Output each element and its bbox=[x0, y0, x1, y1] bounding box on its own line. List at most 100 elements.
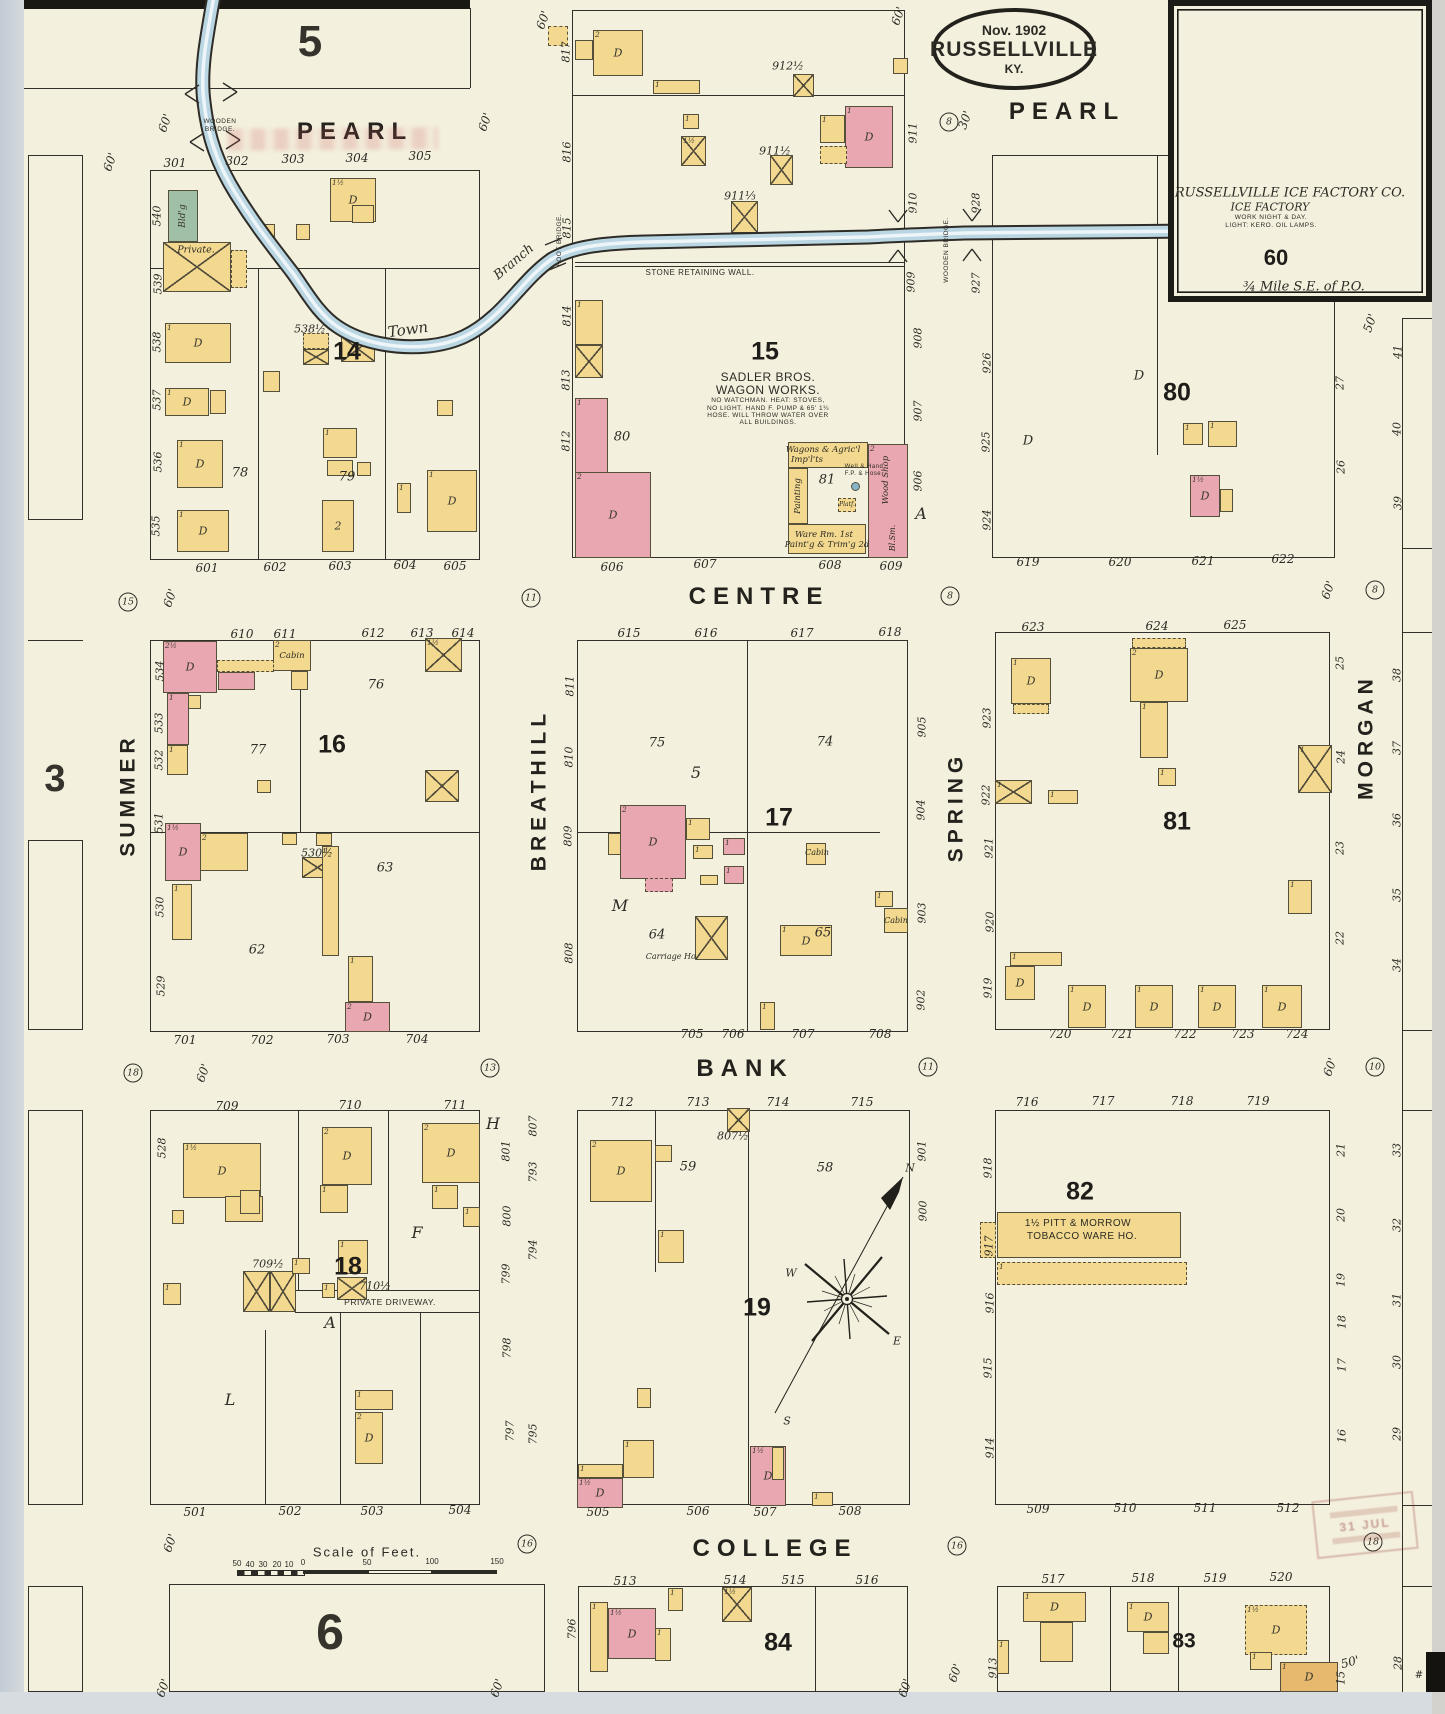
lot-number: 58 bbox=[816, 1160, 834, 1176]
building: 1½ bbox=[681, 136, 706, 166]
block-outline bbox=[995, 632, 1330, 1030]
building bbox=[608, 833, 621, 855]
address-number: 540 bbox=[150, 205, 164, 227]
building-story-label: 1 bbox=[726, 866, 731, 875]
building: 1 bbox=[1183, 423, 1203, 445]
building-label: D bbox=[193, 336, 203, 350]
building-story-label: 2 bbox=[347, 1002, 352, 1011]
address-number: 23 bbox=[1333, 841, 1347, 855]
building bbox=[851, 482, 860, 491]
building-story-label: 1 bbox=[294, 1258, 299, 1267]
address-number: 601 bbox=[195, 561, 219, 575]
address-number: 707 bbox=[791, 1027, 815, 1041]
map-note: WAGON WORKS. bbox=[715, 383, 821, 397]
building-label: D bbox=[763, 1469, 773, 1483]
address-number: 536 bbox=[151, 451, 165, 473]
title-city: RUSSELLVILLE bbox=[930, 38, 1098, 61]
inset-company: RUSSELLVILLE ICE FACTORY CO. bbox=[1174, 185, 1406, 201]
building-story-label: 1 bbox=[655, 80, 660, 89]
street-width: 60' bbox=[155, 111, 175, 135]
map-note: TOBACCO WARE HO. bbox=[1026, 1231, 1138, 1242]
adjacent-sheet-number: 6 bbox=[316, 1604, 344, 1660]
scan-edge-right bbox=[1432, 0, 1445, 1714]
street-name: COLLEGE bbox=[692, 1535, 858, 1562]
block-outline bbox=[169, 1584, 545, 1692]
building-story-label: 1 bbox=[577, 300, 582, 309]
building: 1 bbox=[995, 780, 1032, 804]
building-story-label: 1 bbox=[877, 891, 882, 900]
street-name: SUMMER bbox=[116, 733, 140, 857]
building-story-label: 1 bbox=[625, 1440, 630, 1449]
block-outline bbox=[578, 1586, 908, 1692]
building-story-label: 1 bbox=[1070, 985, 1075, 994]
hydrant-number: 8 bbox=[939, 112, 959, 132]
building: 1 bbox=[1288, 880, 1312, 914]
building-story-label: 1 bbox=[685, 114, 690, 123]
building-story-label: 1 bbox=[325, 428, 330, 437]
lot-number: 65 bbox=[814, 925, 832, 941]
building: 1 bbox=[320, 1185, 348, 1213]
building-story-label: 2 bbox=[324, 1127, 329, 1136]
grid-line bbox=[265, 1330, 267, 1505]
building: 1 bbox=[875, 891, 893, 907]
building bbox=[575, 345, 603, 378]
building-label: D bbox=[801, 934, 811, 947]
building: 1 bbox=[1010, 952, 1062, 966]
building-label: D bbox=[1015, 976, 1025, 990]
block-outline bbox=[28, 155, 83, 520]
address-number: 502 bbox=[278, 1504, 302, 1518]
building-story-label: 2 bbox=[595, 30, 600, 39]
address-number: 514 bbox=[723, 1573, 747, 1587]
street-width: 60' bbox=[475, 110, 495, 134]
handwritten-mark: S bbox=[783, 1414, 791, 1428]
stamp-date-text: 31 JUL bbox=[1338, 1515, 1392, 1535]
address-number: 706 bbox=[721, 1027, 745, 1041]
building-story-label: 1 bbox=[399, 483, 404, 492]
building-label: D bbox=[648, 835, 658, 849]
address-number: 927 bbox=[969, 272, 983, 294]
building: 1 bbox=[693, 845, 713, 859]
street-width: 60' bbox=[160, 586, 180, 610]
lot-number: 81 bbox=[818, 472, 836, 488]
adjacent-sheet-number: 3 bbox=[44, 758, 66, 800]
building-label: D bbox=[1212, 1000, 1222, 1013]
handwritten-mark: L bbox=[224, 1390, 236, 1409]
scale-label: Scale of Feet. bbox=[312, 1544, 422, 1560]
street-name: BREATHILL bbox=[527, 708, 551, 872]
address-number: 910 bbox=[906, 192, 920, 214]
grid-line bbox=[815, 1586, 817, 1692]
address-number: 528 bbox=[155, 1137, 169, 1159]
building-label: D bbox=[178, 845, 188, 859]
building: 1 bbox=[723, 838, 745, 855]
building bbox=[838, 498, 856, 512]
address-number: 926 bbox=[980, 352, 994, 374]
grid-line bbox=[577, 832, 880, 834]
address-number: 605 bbox=[443, 559, 467, 573]
address-number: 22 bbox=[1333, 931, 1347, 945]
building-label: D bbox=[363, 1010, 372, 1024]
address-number: 516 bbox=[855, 1573, 879, 1587]
lot-number: 75 bbox=[648, 735, 666, 751]
building-story-label: 1 bbox=[725, 838, 730, 847]
building bbox=[172, 1210, 184, 1224]
building: 1 bbox=[686, 818, 710, 840]
building bbox=[231, 250, 247, 288]
building: 1 bbox=[1048, 790, 1078, 804]
address-number: 616 bbox=[694, 626, 718, 640]
hydrant-number: 8 bbox=[940, 586, 960, 606]
grid-line bbox=[1402, 1110, 1432, 1112]
building bbox=[437, 400, 453, 416]
lot-number: 76 bbox=[367, 677, 385, 693]
hydrant-number: 16 bbox=[517, 1534, 537, 1554]
building bbox=[296, 224, 310, 240]
inset-factory: ICE FACTORY bbox=[1230, 200, 1310, 214]
map-note: Paint'g & Trim'g 2d bbox=[784, 539, 870, 550]
address-number: 503 bbox=[360, 1504, 384, 1518]
handwritten-mark: N bbox=[905, 1161, 915, 1175]
address-number: 20 bbox=[1334, 1208, 1348, 1222]
map-note: WOODEN bbox=[203, 117, 237, 125]
building: 1 bbox=[323, 428, 357, 458]
